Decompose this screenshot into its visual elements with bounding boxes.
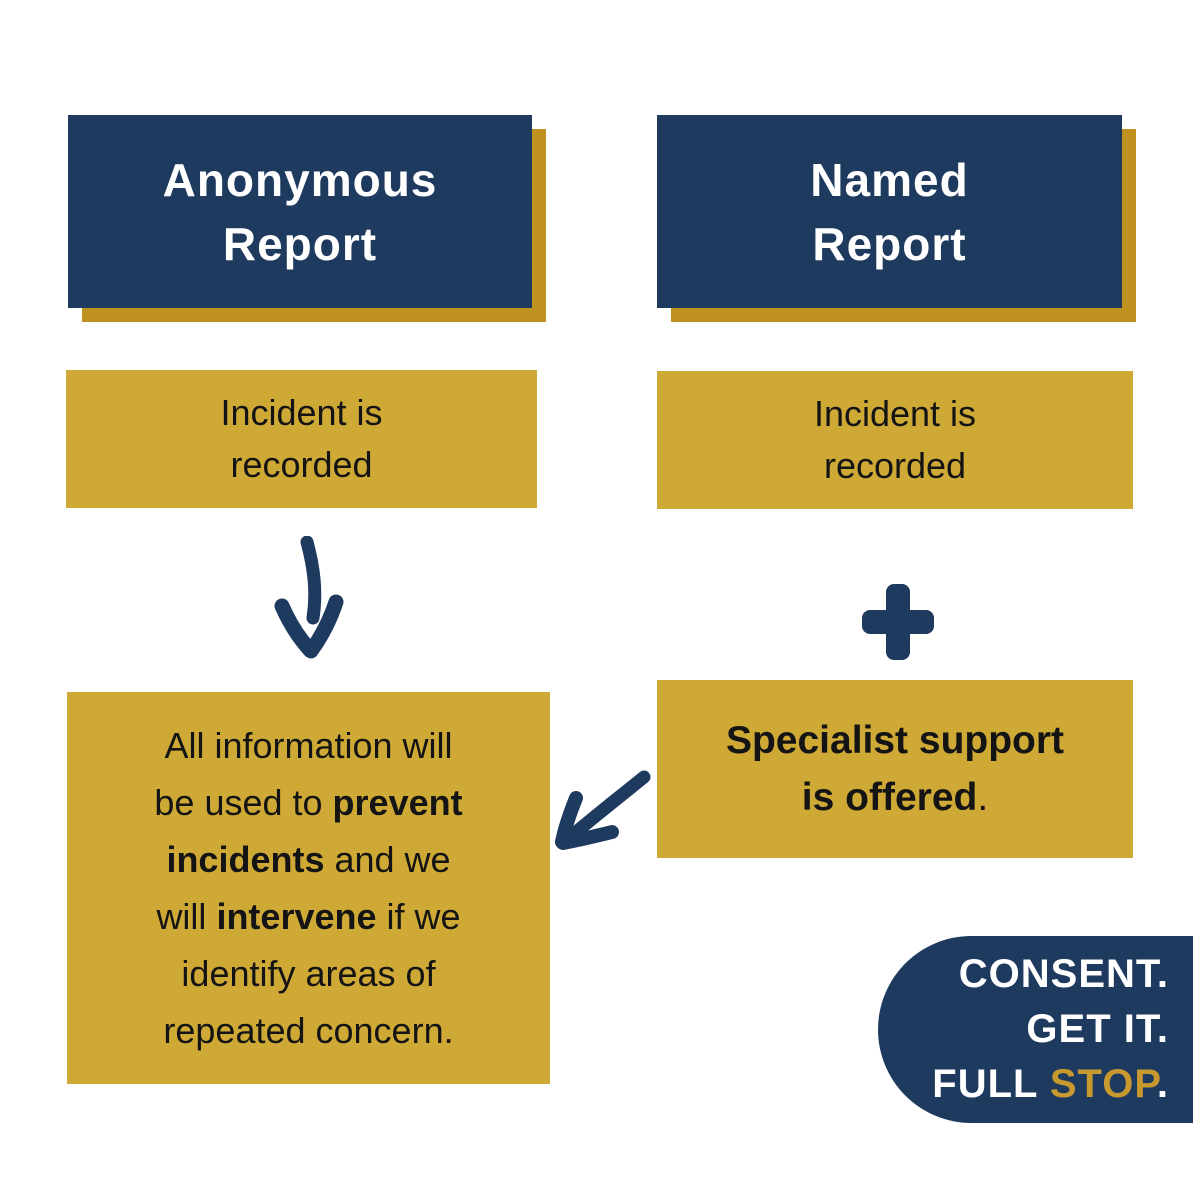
text-line: incidents and we — [166, 839, 451, 880]
down-arrow-icon — [266, 536, 358, 668]
text-line: Report — [812, 217, 967, 270]
text-line: FULL STOP. — [932, 1062, 1169, 1106]
text-line: Anonymous — [162, 153, 438, 206]
text-line: recorded — [823, 445, 967, 486]
text-line: Specialist support — [725, 719, 1065, 762]
text-line: Incident is — [813, 393, 977, 434]
consent-get-it-full-stop-badge: CONSENT. GET IT. FULL STOP. — [878, 936, 1193, 1123]
text-line: will intervene if we — [156, 896, 461, 937]
text-line: is offered. — [801, 776, 989, 819]
text-line: Report — [222, 217, 378, 270]
anonymous-incident-recorded-box: Incident is recorded — [66, 370, 537, 508]
text-line: be used to prevent — [154, 782, 463, 823]
arrow-down-left-icon — [552, 768, 658, 862]
text-line: Named — [810, 153, 969, 206]
text-line: CONSENT. — [958, 952, 1169, 996]
named-report-outcome-box: Specialist support is offered. — [657, 680, 1133, 858]
text-line: repeated concern. — [163, 1010, 454, 1051]
text-line: GET IT. — [1026, 1007, 1169, 1051]
anonymous-report-outcome-box: All information will be used to prevent in… — [67, 692, 550, 1084]
text-line: identify areas of — [181, 953, 436, 994]
text-line: recorded — [230, 444, 373, 485]
plus-icon — [860, 580, 936, 664]
text-line: Incident is — [220, 392, 383, 433]
text-line: All information will — [164, 725, 453, 766]
named-incident-recorded-box: Incident is recorded — [657, 371, 1133, 509]
